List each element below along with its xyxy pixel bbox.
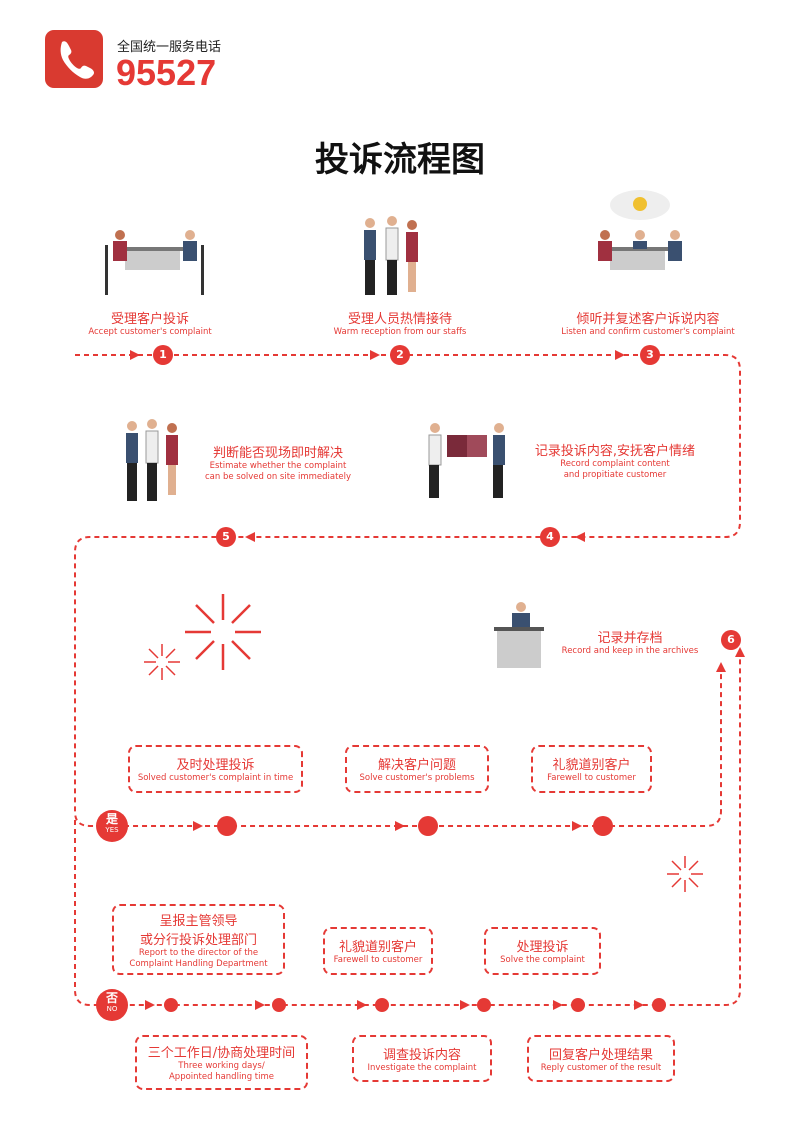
phone-icon <box>60 41 94 79</box>
flow-dots <box>164 816 666 1012</box>
illustration-listen <box>598 190 682 270</box>
illustration-archive <box>494 602 544 668</box>
step-5-badge: 5 <box>216 527 236 547</box>
step-1-badge: 1 <box>153 345 173 365</box>
step-3-badge: 3 <box>640 345 660 365</box>
step-6-badge: 6 <box>721 630 741 650</box>
no-flow-line <box>74 655 741 1006</box>
hotline-number[interactable]: 95527 <box>116 52 217 93</box>
phone-logo <box>45 30 103 88</box>
step-2-badge: 2 <box>390 345 410 365</box>
illustration-estimate <box>126 419 178 501</box>
step-4-badge: 4 <box>540 527 560 547</box>
firework-small <box>144 644 180 680</box>
firework-right <box>667 856 703 892</box>
illustration-reception <box>364 216 418 295</box>
hotline-label: 全国统一服务电话 <box>117 40 222 55</box>
main-flow-line <box>74 354 741 827</box>
firework-large <box>185 594 261 670</box>
illustration-accept <box>105 230 204 295</box>
illustration-puzzle <box>428 423 505 498</box>
page-title: 投诉流程图 <box>315 140 485 180</box>
flow-arrows <box>130 350 745 1010</box>
